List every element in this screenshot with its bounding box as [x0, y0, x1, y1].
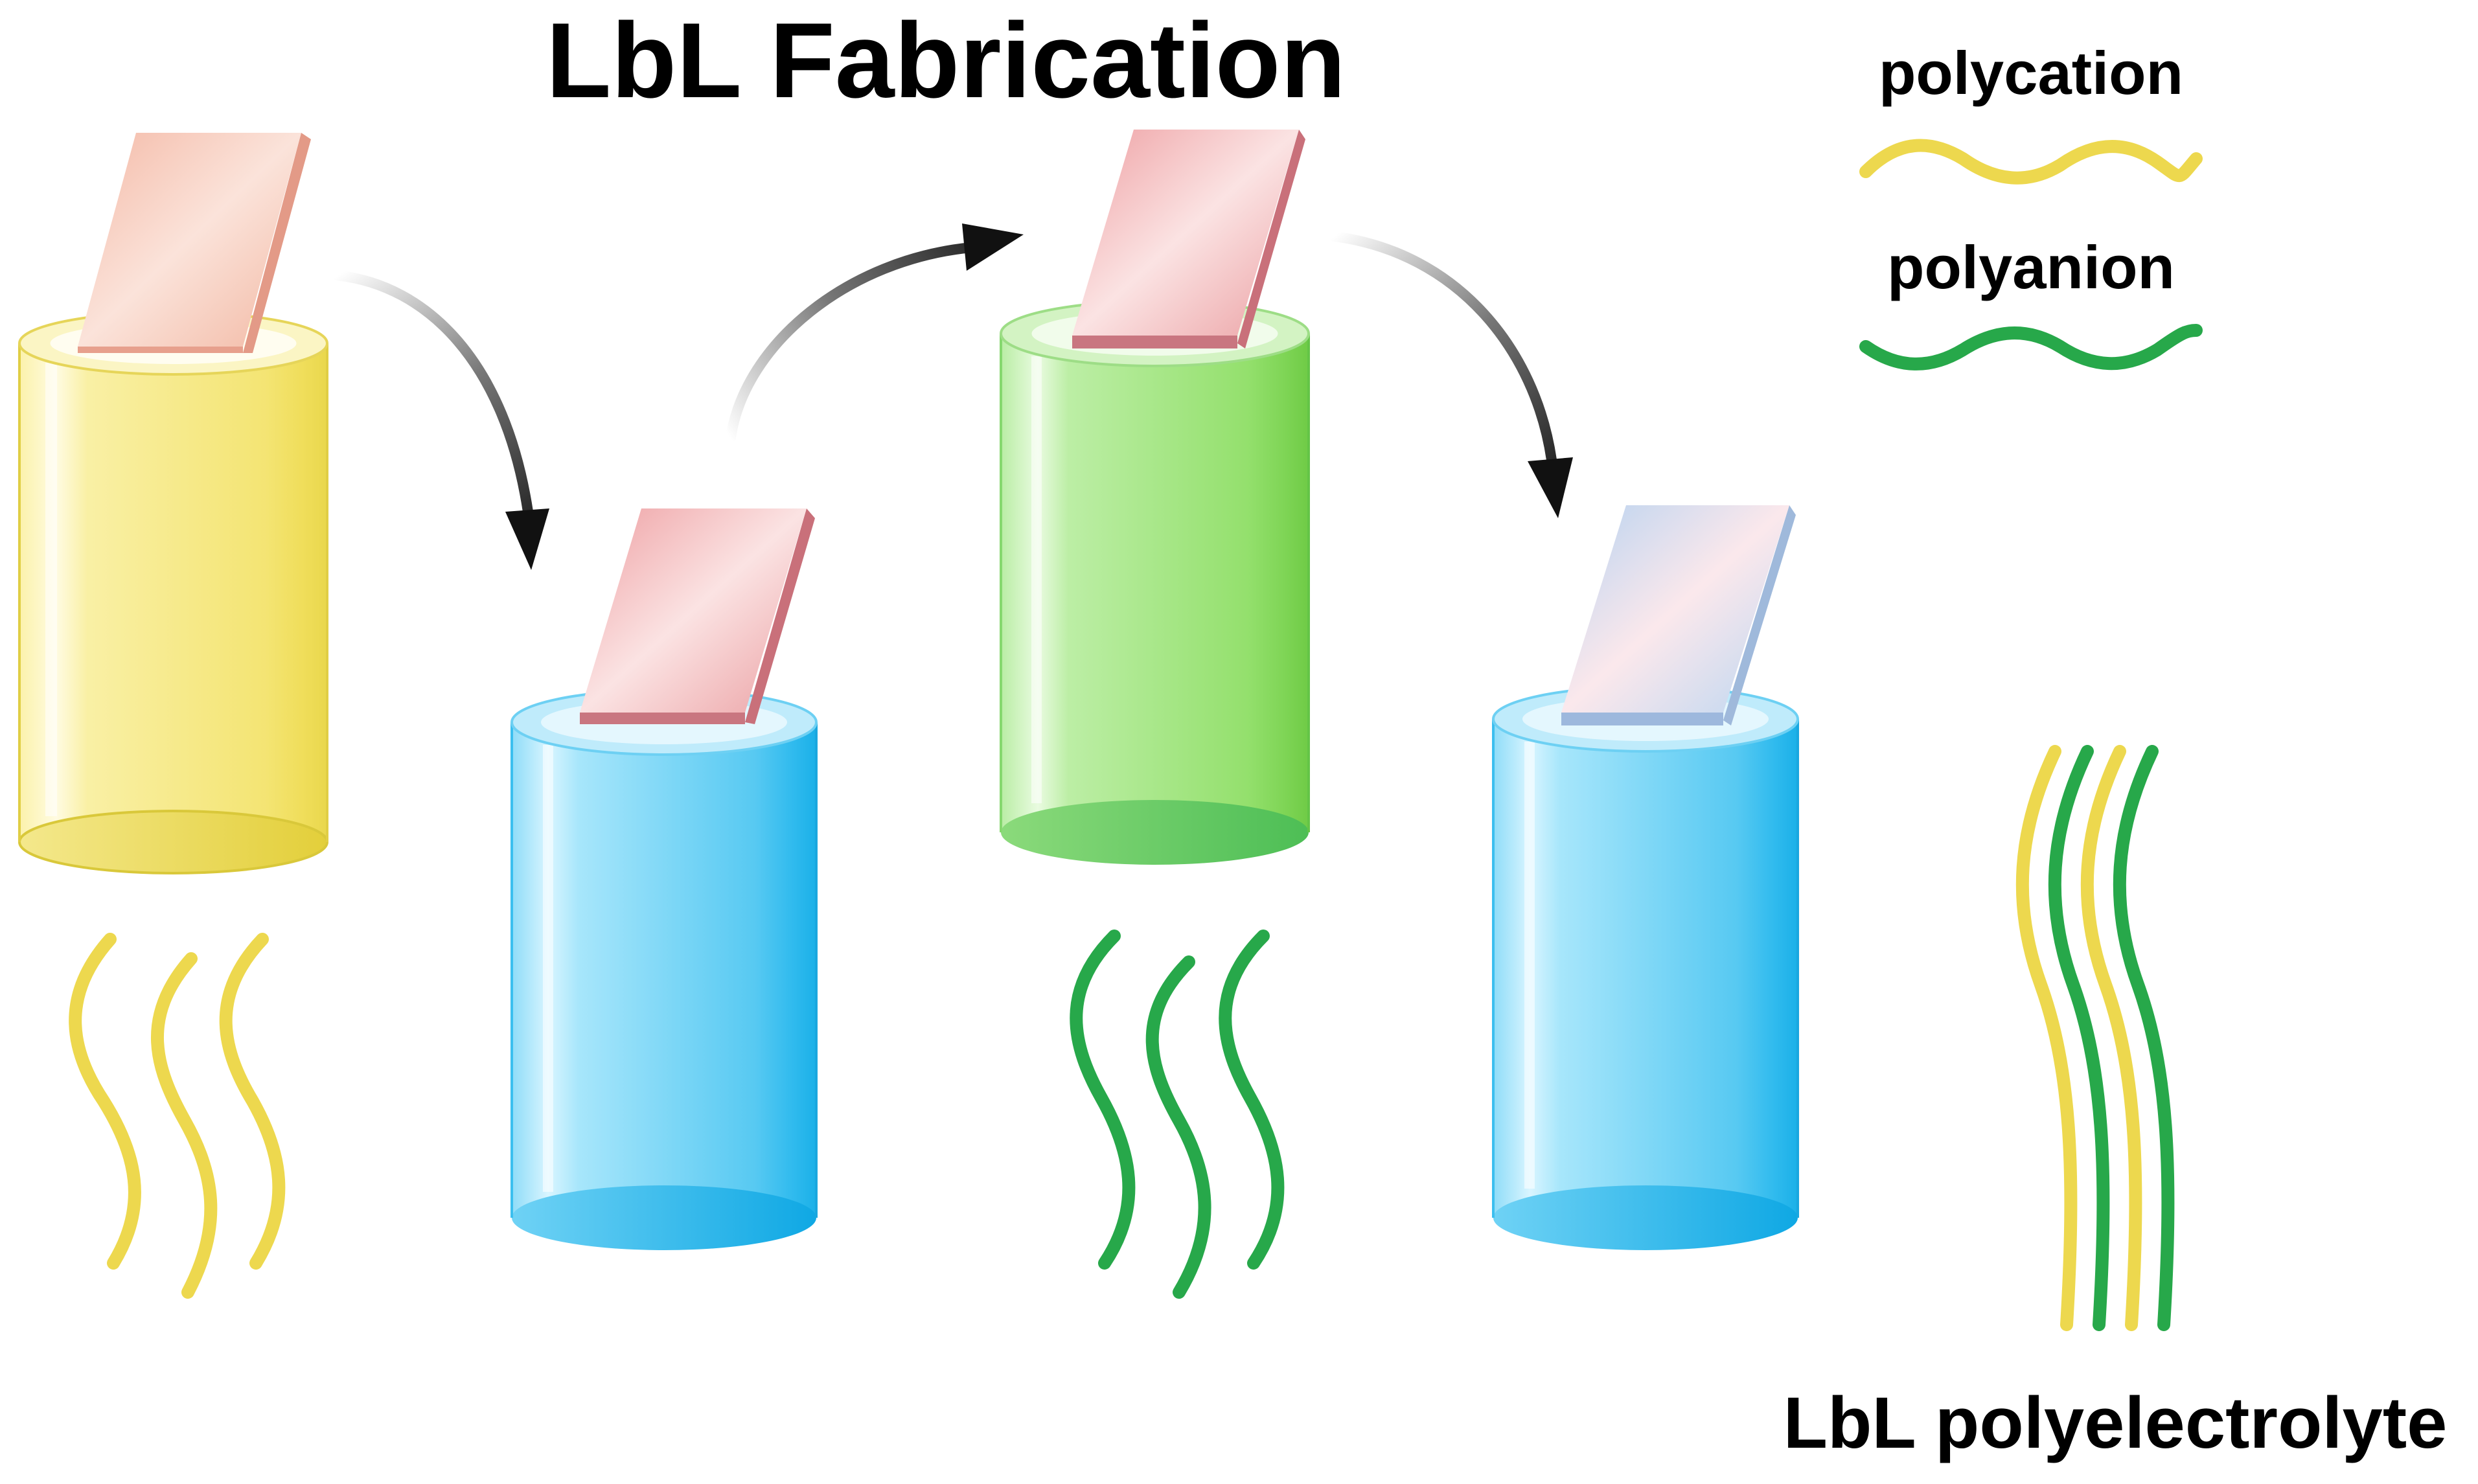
legend: polycation polyanion	[1859, 39, 2203, 371]
polycation-strands	[69, 933, 286, 1299]
polyanion-solution-beaker	[1000, 300, 1310, 865]
polycation-solution-beaker	[18, 311, 328, 874]
substrate-slide-1	[78, 133, 311, 353]
lbl-polyelectrolyte-stack	[2015, 745, 2175, 1331]
legend-polycation-label: polycation	[1879, 39, 2183, 107]
result-label: LbL polyelectrolyte	[1784, 1382, 2448, 1463]
transfer-arrow-1	[332, 270, 549, 570]
transfer-arrow-3	[1329, 231, 1573, 518]
substrate-slide-4	[1561, 505, 1796, 725]
substrate-slide-2	[580, 508, 815, 724]
rinse-beaker-2	[1492, 685, 1799, 1250]
substrate-slide-3	[1072, 130, 1305, 348]
legend-polycation-swatch	[1859, 139, 2203, 185]
rinse-beaker-1	[511, 689, 818, 1250]
diagram-title: LbL Fabrication	[546, 1, 1346, 120]
polyanion-strands	[1070, 930, 1285, 1299]
legend-polyanion-label: polyanion	[1887, 233, 2175, 301]
legend-polyanion-swatch	[1859, 324, 2203, 371]
transfer-arrow-2	[726, 223, 1024, 442]
